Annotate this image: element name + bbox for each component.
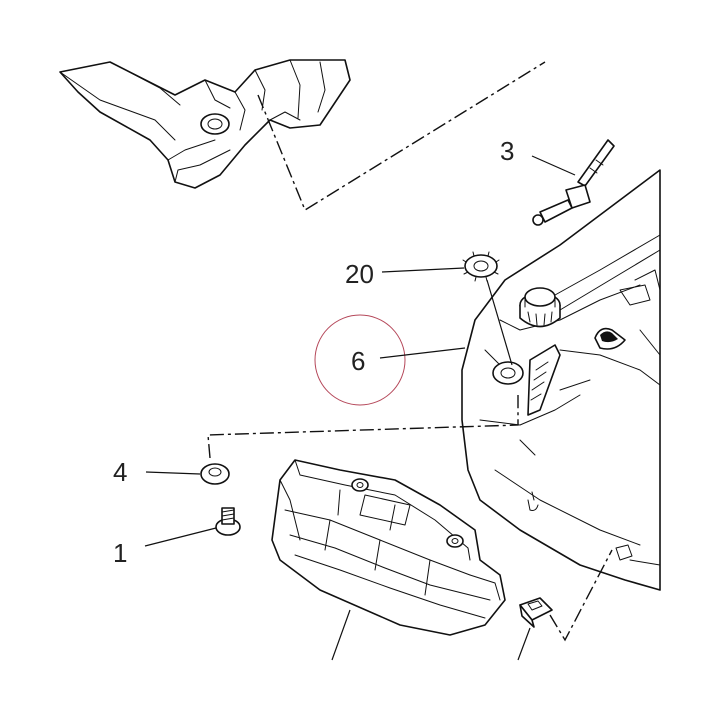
callout-6-highlight-circle — [314, 314, 406, 406]
callout-3: 3 — [500, 136, 576, 176]
callout-4-leader — [145, 471, 201, 475]
callout-20-leader — [381, 267, 465, 273]
callout-20-label: 20 — [345, 259, 374, 289]
washer-axis-line — [486, 279, 513, 366]
upper-frame-part — [59, 59, 351, 189]
part-1-screw — [215, 507, 241, 536]
assembly-line-upper — [257, 61, 546, 212]
callout-6: 6 — [314, 314, 466, 406]
callout-1-leader — [144, 527, 217, 547]
clip-leader — [517, 627, 531, 661]
lower-cover-panel — [271, 459, 506, 636]
callout-1-label: 1 — [113, 538, 127, 568]
callout-20: 20 — [345, 259, 465, 289]
callout-6-leader — [379, 347, 466, 359]
part-4-washer — [200, 463, 230, 485]
assembly-line-clip — [549, 549, 613, 642]
callout-4-label: 4 — [113, 457, 127, 487]
callout-3-leader — [531, 155, 576, 176]
callout-3-label: 3 — [500, 136, 514, 166]
part-3-cable-tie — [532, 139, 615, 226]
clip-nut — [519, 597, 553, 628]
callout-6-label: 6 — [351, 346, 365, 376]
part-20-washer — [462, 251, 500, 282]
callout-4: 4 — [113, 457, 201, 487]
callout-1: 1 — [113, 527, 217, 568]
assembly-line-washer — [207, 395, 519, 459]
main-housing — [461, 169, 661, 591]
cover-leader — [331, 609, 351, 661]
